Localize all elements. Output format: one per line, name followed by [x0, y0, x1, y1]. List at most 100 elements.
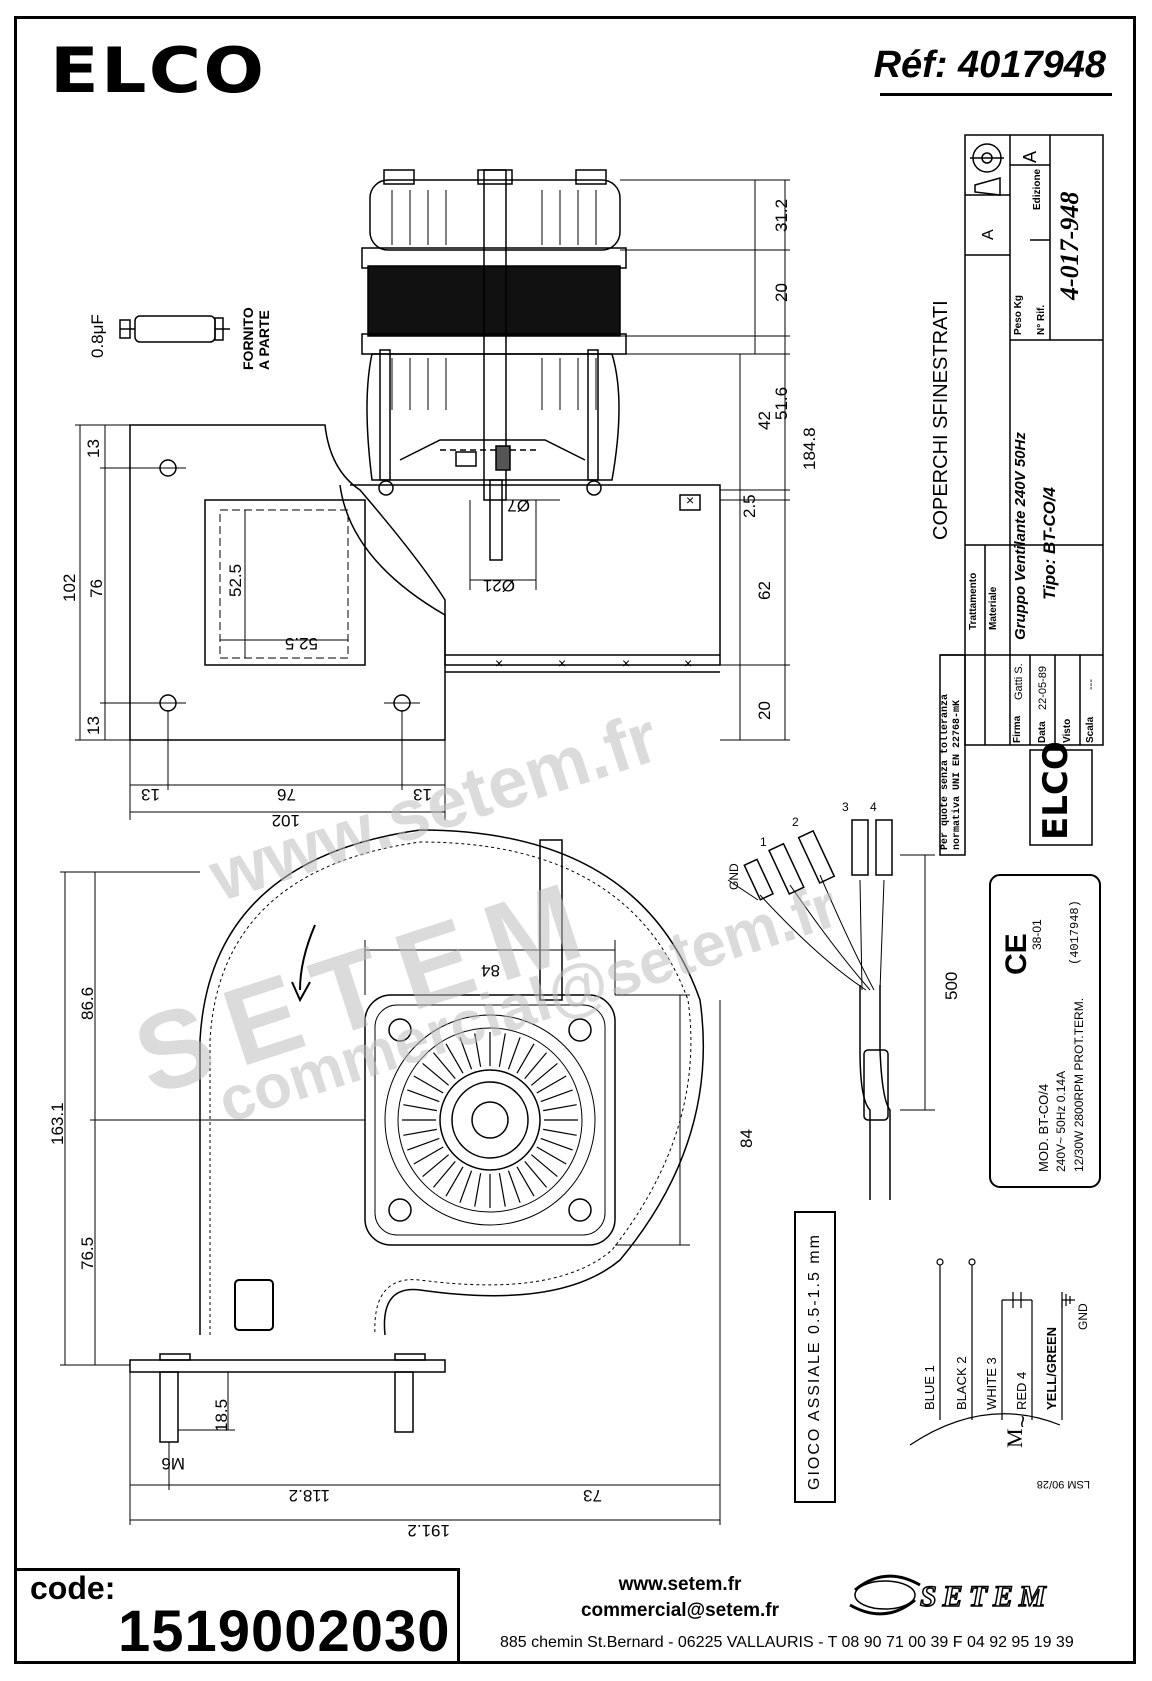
wire-black: BLACK 2 [954, 1356, 969, 1410]
terminal-gnd: GND [727, 863, 741, 890]
terminal-3: 3 [842, 800, 849, 814]
website-link[interactable]: www.setem.fr [618, 1574, 742, 1595]
terminal-1: 1 [760, 835, 767, 849]
signature-label: Firma [1012, 715, 1023, 743]
motor-symbol: M [1002, 1428, 1027, 1448]
cooling-fin [445, 1043, 464, 1074]
dim-62: 62 [755, 581, 774, 600]
cooling-fin [432, 1052, 456, 1080]
dim-184-8: 184.8 [800, 427, 819, 470]
setem-logo: SETEM [919, 1579, 1052, 1614]
dim-31-2: 31.2 [772, 198, 791, 232]
cooling-fin [530, 1154, 558, 1178]
wire-gnd: GND [1076, 1303, 1090, 1330]
cooling-fin [498, 1033, 506, 1067]
dim-13-bottom-left: 13 [141, 785, 160, 804]
dim-20-bottom: 20 [755, 701, 774, 720]
email-link[interactable]: commercial@setem.fr [580, 1600, 780, 1621]
weight-label: Peso Kg [1013, 294, 1024, 335]
dim-52-5-vertical: 52.5 [226, 563, 245, 597]
cooling-fin [413, 1146, 444, 1165]
scale-label: Scala [1085, 716, 1096, 743]
cooling-fin [422, 1154, 450, 1178]
cooling-fin [516, 1166, 535, 1197]
cooling-fin [507, 1037, 521, 1070]
product-type: Tipo: BT-CO/4 [1040, 486, 1059, 600]
ref-label: N° Rif. [1036, 304, 1047, 335]
cooling-fin [422, 1062, 450, 1086]
company-address: 885 chemin St.Bernard - 06225 VALLAURIS … [500, 1634, 1074, 1651]
svg-text:×: × [686, 492, 694, 508]
cooling-fin [474, 1033, 482, 1067]
cooling-fin [543, 1128, 577, 1136]
signature-value: Gatti S. [1013, 663, 1025, 700]
dim-76-left: 76 [87, 579, 106, 598]
revision-value: A [980, 229, 997, 240]
product-code: 1519002030 [118, 1599, 451, 1664]
dim-191-2: 191.2 [407, 1521, 450, 1540]
rating-plate-box [989, 874, 1101, 1188]
cooling-fin [524, 1160, 548, 1188]
wire-yellow-green: YELL/GREEN [1044, 1326, 1059, 1410]
cooling-fin [530, 1062, 558, 1086]
cooling-fin [432, 1160, 456, 1188]
cable-length: 500 [942, 971, 961, 1000]
cooling-fin [507, 1170, 521, 1203]
ce-mark: CE [1000, 933, 1033, 975]
axial-play-label: GIOCO ASSIALE 0.5-1.5 mm [806, 1233, 823, 1490]
cooling-fin [543, 1104, 577, 1112]
setem-logo-swirl [849, 1574, 921, 1616]
cooling-fin [516, 1043, 535, 1074]
cooling-fin [498, 1173, 506, 1207]
dim-shaft-diameter: Ø7 [507, 496, 530, 515]
cooling-fin [403, 1104, 437, 1112]
drawing-number: 4-017-948 [1055, 191, 1084, 300]
edition-value: A [1020, 150, 1040, 163]
terminal-2: 2 [792, 815, 799, 829]
date-value: 22-05-89 [1037, 665, 1049, 710]
cooling-fin [536, 1075, 567, 1094]
rating-model: MOD. BT-CO/4 [1036, 1083, 1051, 1172]
material-label: Materiale [988, 586, 999, 630]
rating-year: 38-01 [1030, 919, 1044, 950]
dim-76-bottom: 76 [277, 785, 296, 804]
wire-blue: BLUE 1 [922, 1365, 937, 1410]
svg-text:×: × [495, 655, 503, 671]
capacitor-note-1: FORNITO [240, 307, 256, 370]
blower-front-view [60, 829, 721, 1525]
cooling-fin [524, 1052, 548, 1080]
dim-52-5-horizontal: 52.5 [284, 634, 318, 653]
reference-number: Réf: 4017948 [873, 44, 1106, 86]
terminal-4: 4 [870, 800, 877, 814]
cooling-fin [413, 1075, 444, 1094]
tolerance-note-1: Per quote senza tolleranza [940, 693, 951, 850]
title-block-brand: ELCO [1036, 741, 1076, 840]
dim-18-5: 18.5 [212, 1398, 231, 1432]
tolerance-note-2: normativa UNI EN 22768-mK [952, 699, 963, 850]
dim-118-2: 118.2 [288, 1486, 330, 1505]
capacitor-symbol [119, 315, 230, 343]
flange-view [75, 424, 446, 820]
code-box [14, 1568, 460, 1664]
dim-102-left: 102 [60, 573, 79, 602]
wiring-diagram [909, 1258, 1075, 1446]
dim-2-5: 2.5 [740, 494, 759, 518]
rating-ref: (4017948) [1068, 900, 1082, 965]
axial-play-box [794, 1211, 836, 1503]
motor-side-view: × × × × × [339, 169, 721, 673]
dim-84-right: 84 [737, 1129, 756, 1148]
rating-electrical: 240V~ 50Hz 0.14A [1054, 1070, 1068, 1172]
cooling-fin [540, 1089, 573, 1103]
capacitor-value: 0.8μF [88, 314, 107, 358]
dim-76-5: 76.5 [78, 1236, 97, 1270]
dim-86-6: 86.6 [78, 986, 97, 1020]
drawing-title: COPERCHI SFINESTRATI [930, 300, 952, 540]
dim-13-bottom-right: 13 [413, 785, 432, 804]
cable-assembly [727, 819, 935, 1200]
treatment-label: Trattamento [968, 572, 979, 630]
dim-m6-thread: M6 [161, 1454, 185, 1473]
motor-ac-symbol: ~ [1010, 1415, 1035, 1428]
scale-value: --- [1085, 679, 1097, 690]
cooling-fin [403, 1128, 437, 1136]
